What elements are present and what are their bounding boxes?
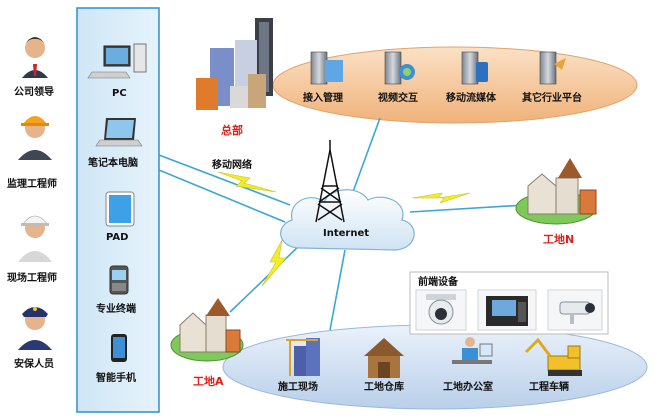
server-label-video-interaction: 视频交互 bbox=[378, 91, 418, 104]
link-laptop-cloud bbox=[158, 169, 286, 223]
role-label-site-engineer: 现场工程师 bbox=[7, 271, 57, 284]
hq-servers bbox=[310, 51, 566, 85]
cell-tower-icon bbox=[315, 140, 345, 223]
engineering-vehicle-icon bbox=[524, 337, 582, 376]
site-a-item-labels: 施工现场 工地仓库 工地办公室 工程车辆 bbox=[278, 380, 569, 393]
dome-camera-icon bbox=[426, 294, 456, 325]
security-guard-icon bbox=[18, 307, 52, 350]
device-label-smartphone: 智能手机 bbox=[96, 371, 136, 384]
role-label-supervisor: 监理工程师 bbox=[7, 177, 57, 190]
site-n-building-icon bbox=[515, 158, 597, 225]
server-video-interaction-icon bbox=[384, 51, 415, 85]
tablet-icon bbox=[105, 191, 135, 227]
link-sitea-platform-cloud bbox=[329, 249, 346, 331]
laptop-icon bbox=[95, 118, 143, 147]
bolt-mobile-left bbox=[217, 171, 277, 193]
link-siten-cloud bbox=[409, 204, 526, 213]
hq-buildings-icon bbox=[196, 18, 273, 110]
front-end-panel: 前端设备 bbox=[409, 271, 609, 335]
hq-label: 总部 bbox=[221, 123, 243, 137]
site-a-building-icon bbox=[170, 298, 244, 362]
site-a-label-construction: 施工现场 bbox=[278, 380, 318, 393]
site-n-label: 工地N bbox=[543, 232, 574, 246]
bolt-lower bbox=[261, 239, 287, 287]
site-engineer-icon bbox=[18, 215, 52, 262]
hq-platform-ellipse bbox=[272, 46, 638, 124]
site-a-items bbox=[286, 337, 582, 378]
bolt-right bbox=[411, 192, 471, 204]
device-label-terminal: 专业终端 bbox=[96, 302, 136, 315]
site-a-label-vehicle: 工程车辆 bbox=[529, 380, 569, 393]
link-sitea-cloud bbox=[229, 244, 301, 313]
server-label-access-management: 接入管理 bbox=[303, 91, 343, 104]
desktop-pc-icon bbox=[87, 43, 147, 79]
executive-icon bbox=[22, 37, 48, 78]
supervisor-engineer-icon bbox=[18, 116, 52, 160]
role-icons bbox=[18, 37, 52, 350]
site-a-label: 工地A bbox=[193, 374, 224, 388]
internet-label: Internet bbox=[323, 228, 369, 239]
internet-cloud: Internet bbox=[280, 189, 415, 251]
smartphone-icon bbox=[111, 334, 127, 362]
role-labels: 公司领导 监理工程师 现场工程师 安保人员 bbox=[7, 85, 57, 370]
server-mobile-streaming-icon bbox=[461, 51, 488, 85]
device-icons bbox=[87, 43, 147, 362]
device-labels: PC 笔记本电脑 PAD 专业终端 智能手机 bbox=[88, 88, 138, 384]
warehouse-icon bbox=[364, 338, 404, 378]
link-pc-cloud bbox=[158, 154, 291, 206]
device-label-pad: PAD bbox=[106, 232, 128, 243]
video-terminal-case-icon bbox=[486, 296, 528, 326]
server-other-platform-icon bbox=[539, 51, 566, 85]
site-office-icon bbox=[452, 337, 493, 364]
site-a-label-office: 工地办公室 bbox=[443, 380, 493, 393]
construction-site-icon bbox=[286, 338, 320, 376]
box-camera-icon bbox=[559, 301, 595, 324]
handheld-terminal-icon bbox=[109, 265, 129, 295]
hq-server-labels: 接入管理 视频交互 移动流媒体 其它行业平台 bbox=[303, 91, 582, 104]
server-label-mobile-streaming: 移动流媒体 bbox=[446, 91, 497, 104]
network-links bbox=[158, 117, 526, 331]
mobile-network-label: 移动网络 bbox=[212, 158, 252, 171]
front-end-title: 前端设备 bbox=[418, 275, 459, 288]
role-label-executive: 公司领导 bbox=[14, 85, 54, 98]
link-hq-cloud bbox=[349, 117, 381, 201]
server-access-management-icon bbox=[310, 51, 343, 85]
device-label-laptop: 笔记本电脑 bbox=[88, 156, 138, 169]
site-a-platform-ellipse bbox=[222, 324, 648, 410]
device-label-pc: PC bbox=[112, 88, 127, 99]
role-label-security: 安保人员 bbox=[14, 357, 54, 370]
site-a-label-warehouse: 工地仓库 bbox=[364, 380, 404, 393]
wireless-bolts bbox=[217, 171, 471, 287]
server-label-other-platform: 其它行业平台 bbox=[522, 91, 582, 104]
